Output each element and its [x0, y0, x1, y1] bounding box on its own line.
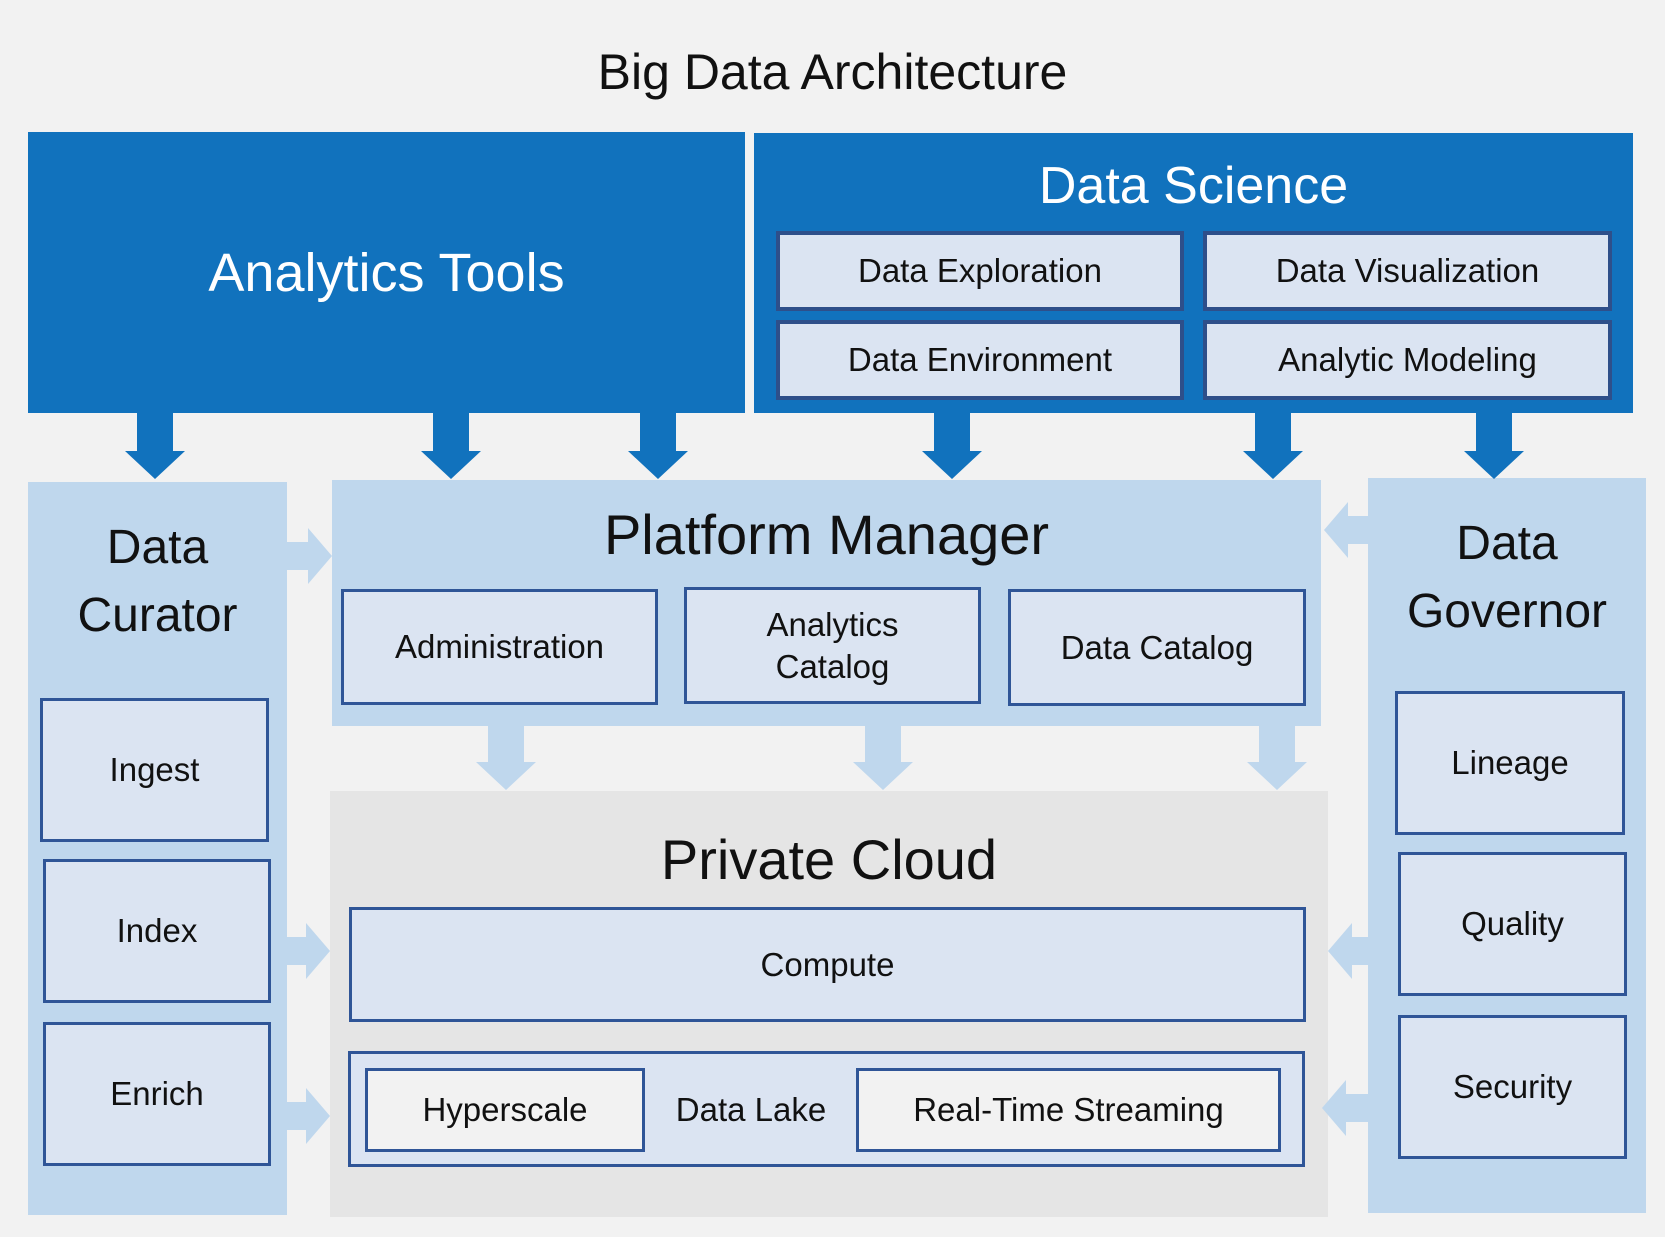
analytics-catalog-box: Analytics Catalog: [684, 587, 981, 704]
data-governor-label-line1: Data: [1456, 517, 1558, 570]
analytics-catalog-line1: Analytics: [766, 605, 899, 643]
arrow-down-icon: [1243, 413, 1303, 479]
arrow-down-icon: [1464, 413, 1524, 479]
hyperscale-box: Hyperscale: [365, 1068, 645, 1152]
data-curator-label-line1: Data: [106, 521, 209, 574]
data-lake-label: Data Lake: [675, 1091, 827, 1128]
private-cloud-block: Private Cloud Compute Hyperscale Data La…: [330, 791, 1328, 1217]
data-catalog-box: Data Catalog: [1008, 589, 1306, 706]
quality-box: Quality: [1398, 852, 1627, 996]
data-visualization-box: Data Visualization: [1203, 231, 1612, 311]
data-governor-block: Data Governor Lineage Quality Security: [1368, 478, 1646, 1213]
data-curator-label-line2: Curator: [77, 589, 238, 642]
lineage-box: Lineage: [1395, 691, 1625, 835]
data-environment-box: Data Environment: [776, 320, 1184, 400]
data-exploration-box: Data Exploration: [776, 231, 1184, 311]
arrow-right-icon: [287, 923, 330, 979]
arrow-down-icon: [628, 413, 688, 479]
arrow-down-icon: [1247, 726, 1307, 790]
data-lake-box: Hyperscale Data Lake Real-Time Streaming: [348, 1051, 1305, 1167]
data-governor-label-line2: Governor: [1406, 585, 1608, 638]
arrow-right-icon: [287, 528, 332, 584]
arrow-down-icon: [922, 413, 982, 479]
enrich-box: Enrich: [43, 1022, 271, 1166]
arrow-down-icon: [421, 413, 481, 479]
analytic-modeling-box: Analytic Modeling: [1203, 320, 1612, 400]
arrow-down-icon: [853, 726, 913, 790]
diagram-title: Big Data Architecture: [597, 44, 1068, 100]
arrow-right-icon: [287, 1088, 330, 1144]
real-time-streaming-box: Real-Time Streaming: [856, 1068, 1281, 1152]
arrow-left-icon: [1322, 1080, 1368, 1136]
arrow-down-icon: [476, 726, 536, 790]
ingest-box: Ingest: [40, 698, 269, 842]
security-box: Security: [1398, 1015, 1627, 1159]
platform-manager-block: Platform Manager Administration Analytic…: [332, 480, 1321, 726]
data-science-label: Data Science: [1038, 157, 1349, 215]
analytics-tools-label: Analytics Tools: [208, 242, 565, 303]
private-cloud-label: Private Cloud: [660, 827, 998, 891]
analytics-catalog-line2: Catalog: [775, 647, 890, 685]
data-curator-block: Data Curator Ingest Index Enrich: [28, 482, 287, 1215]
arrow-left-icon: [1324, 502, 1368, 558]
analytics-tools-block: Analytics Tools: [28, 132, 745, 413]
platform-manager-label: Platform Manager: [603, 502, 1050, 566]
arrow-down-icon: [125, 413, 185, 479]
data-curator-label: Data Curator: [28, 512, 287, 652]
data-governor-label: Data Governor: [1368, 508, 1646, 648]
arrow-left-icon: [1328, 923, 1368, 979]
data-science-block: Data Science Data Exploration Data Visua…: [754, 133, 1633, 413]
compute-box: Compute: [349, 907, 1306, 1022]
index-box: Index: [43, 859, 271, 1003]
administration-box: Administration: [341, 589, 658, 705]
